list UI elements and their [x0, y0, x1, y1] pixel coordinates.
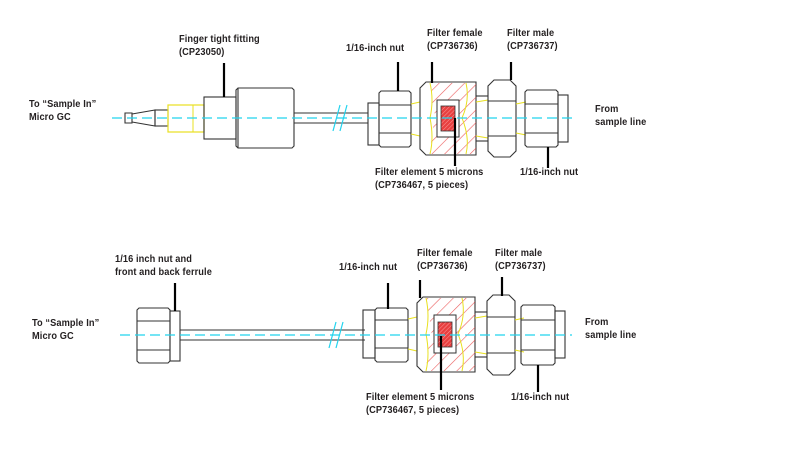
filter-male-top	[487, 79, 517, 158]
label-line: From	[585, 316, 609, 328]
label-filter-male-top: Filter male (CP736737)	[507, 27, 558, 53]
label-filter-element-bottom: Filter element 5 microns (CP736467, 5 pi…	[366, 391, 474, 417]
label-from-sample-line-top: From sample line	[595, 103, 646, 129]
tube-bottom	[180, 321, 365, 349]
label-filter-female-top: Filter female (CP736736)	[427, 27, 483, 53]
bottom-assembly	[120, 294, 572, 376]
label-nut-right-top: 1/16-inch nut	[520, 166, 578, 179]
label-line: 1/16-inch nut	[339, 261, 398, 273]
label-line: 1/16 inch nut and	[115, 253, 192, 265]
label-line: (CP736467, 5 pieces)	[375, 179, 469, 191]
label-filter-female-bottom: Filter female (CP736736)	[417, 247, 473, 273]
label-line: (CP23050)	[179, 46, 225, 58]
label-line: Finger tight fitting	[179, 33, 260, 45]
label-line: 1/16-inch nut	[511, 391, 570, 403]
label-line: To “Sample In”	[32, 317, 100, 329]
label-filter-element-top: Filter element 5 microns (CP736467, 5 pi…	[375, 166, 483, 192]
nut-right-top	[524, 89, 569, 148]
label-line: (CP736737)	[507, 40, 558, 52]
label-line: To “Sample In”	[29, 98, 97, 110]
label-to-sample-in-bottom: To “Sample In” Micro GC	[32, 317, 99, 343]
nut-left-bottom	[362, 307, 409, 363]
label-line: Filter male	[507, 27, 555, 39]
label-line: Micro GC	[32, 330, 74, 342]
label-line: Filter element 5 microns	[366, 391, 475, 403]
label-line: 1/16-inch nut	[346, 42, 405, 54]
label-line: Filter female	[427, 27, 483, 39]
label-finger-tight-fitting: Finger tight fitting (CP23050)	[179, 33, 260, 59]
label-line: (CP736737)	[495, 260, 546, 272]
label-line: Filter element 5 microns	[375, 166, 484, 178]
label-line: From	[595, 103, 619, 115]
label-line: (CP736736)	[427, 40, 478, 52]
nut-left-top	[367, 90, 412, 148]
label-filter-male-bottom: Filter male (CP736737)	[495, 247, 546, 273]
top-assembly	[112, 79, 572, 158]
filter-male-bottom	[486, 294, 516, 376]
label-line: sample line	[595, 116, 647, 128]
label-line: (CP736736)	[417, 260, 468, 272]
label-nut-right-bottom: 1/16-inch nut	[511, 391, 569, 404]
label-line: (CP736467, 5 pieces)	[366, 404, 460, 416]
label-nut-left-top: 1/16-inch nut	[346, 42, 404, 55]
label-line: Micro GC	[29, 111, 71, 123]
label-line: front and back ferrule	[115, 266, 212, 278]
label-from-sample-line-bottom: From sample line	[585, 316, 636, 342]
label-nut-ferrule: 1/16 inch nut and front and back ferrule	[115, 253, 212, 279]
label-line: 1/16-inch nut	[520, 166, 579, 178]
label-nut-left-bottom: 1/16-inch nut	[339, 261, 397, 274]
label-line: Filter female	[417, 247, 473, 259]
label-line: sample line	[585, 329, 637, 341]
label-to-sample-in-top: To “Sample In” Micro GC	[29, 98, 96, 124]
label-line: Filter male	[495, 247, 543, 259]
